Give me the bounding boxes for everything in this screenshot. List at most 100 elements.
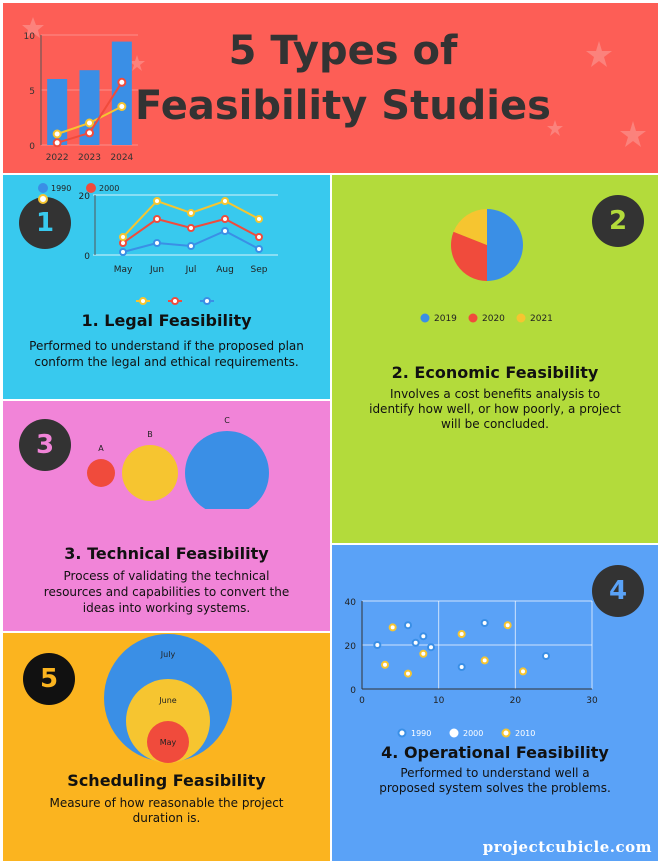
y-tick-label: 20: [345, 642, 357, 652]
star-icon: [129, 55, 145, 71]
x-tick-label: 20: [510, 696, 522, 706]
operational-desc-line-1: Performed to understand well a: [400, 766, 590, 780]
star-icon: [586, 41, 612, 67]
data-point: [255, 233, 263, 241]
data-point: [480, 619, 489, 627]
data-point: [221, 215, 229, 223]
legend-label: 1990: [411, 729, 431, 738]
economic-desc-line-3: will be concluded.: [441, 417, 549, 431]
legend-marker: [86, 183, 96, 193]
y-tick-label: 10: [24, 32, 36, 42]
legend-marker: [139, 297, 147, 305]
technical-desc-line-3: ideas into working systems.: [82, 601, 251, 615]
number-badge-4: 4: [592, 565, 644, 617]
legend-marker: [516, 313, 526, 323]
x-tick-label: 2022: [46, 153, 69, 163]
economic-desc-line-2: identify how well, or how poorly, a proj…: [369, 402, 621, 416]
data-point: [117, 102, 127, 111]
technical-desc-line-1: Process of validating the technical: [63, 569, 270, 583]
badge-number: 1: [35, 208, 55, 238]
data-point: [457, 663, 466, 671]
legend-marker: [501, 728, 511, 738]
data-point: [221, 227, 229, 235]
x-tick-label: 2023: [78, 153, 101, 163]
legend-label: 2010: [515, 729, 535, 738]
legend-marker: [171, 297, 179, 305]
data-point: [119, 233, 127, 241]
economic-desc-line-1: Involves a cost benefits analysis to: [389, 387, 601, 401]
data-point: [404, 669, 412, 678]
y-tick-label: 0: [29, 142, 35, 152]
x-tick-label: May: [114, 265, 133, 275]
x-tick-label: 10: [433, 696, 445, 706]
legend-marker: [468, 313, 478, 323]
legend-label: 2000: [99, 184, 119, 193]
technical-title: 3. Technical Feasibility: [64, 544, 269, 563]
x-tick-label: Jun: [149, 265, 164, 275]
data-point: [52, 129, 62, 139]
x-tick-label: Sep: [251, 265, 268, 275]
data-point: [457, 630, 466, 638]
scheduling-title: Scheduling Feasibility: [67, 771, 266, 790]
bar: [111, 41, 132, 145]
nested-circle: [147, 721, 189, 763]
data-point: [187, 242, 195, 250]
pie-slice: [451, 231, 487, 281]
operational-desc-line-2: proposed system solves the problems.: [379, 781, 611, 795]
x-tick-label: 0: [359, 696, 365, 706]
data-point: [542, 652, 550, 660]
y-tick-label: 20: [79, 192, 91, 202]
legend-marker: [420, 313, 430, 323]
x-tick-label: 2024: [110, 153, 133, 163]
data-point: [419, 632, 428, 641]
data-point: [503, 621, 512, 630]
data-point: [117, 77, 127, 87]
legal-desc-line-1: Performed to understand if the proposed …: [29, 339, 304, 353]
data-point: [187, 209, 195, 217]
badge-number: 4: [608, 576, 628, 606]
operational-title: 4. Operational Feasibility: [381, 743, 609, 762]
legal-desc-line-2: conform the legal and ethical requiremen…: [34, 355, 299, 369]
brand-watermark: projectcubicle.com: [482, 838, 652, 856]
data-point: [221, 197, 229, 205]
economic-title: 2. Economic Feasibility: [391, 363, 599, 382]
legend-marker: [397, 728, 407, 738]
bubble: [122, 445, 178, 501]
circle-label: July: [160, 650, 176, 659]
data-point: [85, 118, 94, 128]
data-point: [411, 638, 420, 647]
bubble-label: A: [98, 444, 104, 453]
star-icon: [547, 120, 563, 136]
data-point: [255, 215, 263, 223]
x-tick-label: 30: [586, 696, 598, 706]
bubble-label: C: [224, 416, 230, 425]
data-point: [153, 197, 161, 205]
number-badge-2: 2: [592, 195, 644, 247]
bubble-label: B: [147, 430, 153, 439]
data-point: [519, 667, 527, 676]
scheduling-desc-line-1: Measure of how reasonable the project: [49, 796, 284, 810]
legend-marker: [203, 297, 211, 305]
data-point: [419, 649, 428, 658]
legend-label: 2020: [482, 314, 505, 324]
legend-label: 2000: [463, 729, 483, 738]
y-tick-label: 0: [84, 252, 90, 262]
page-title-line-2: Feasibility Studies: [135, 83, 551, 129]
data-point: [85, 128, 94, 138]
number-badge-5: 5: [23, 653, 75, 705]
y-tick-label: 40: [345, 598, 357, 608]
bubble: [185, 431, 269, 509]
legend-label: 1990: [51, 184, 71, 193]
scheduling-desc-line-2: duration is.: [132, 811, 201, 825]
legend-label: 2021: [530, 314, 553, 324]
data-point: [388, 623, 397, 632]
x-tick-label: Jul: [185, 265, 197, 275]
star-icon: [620, 121, 646, 147]
